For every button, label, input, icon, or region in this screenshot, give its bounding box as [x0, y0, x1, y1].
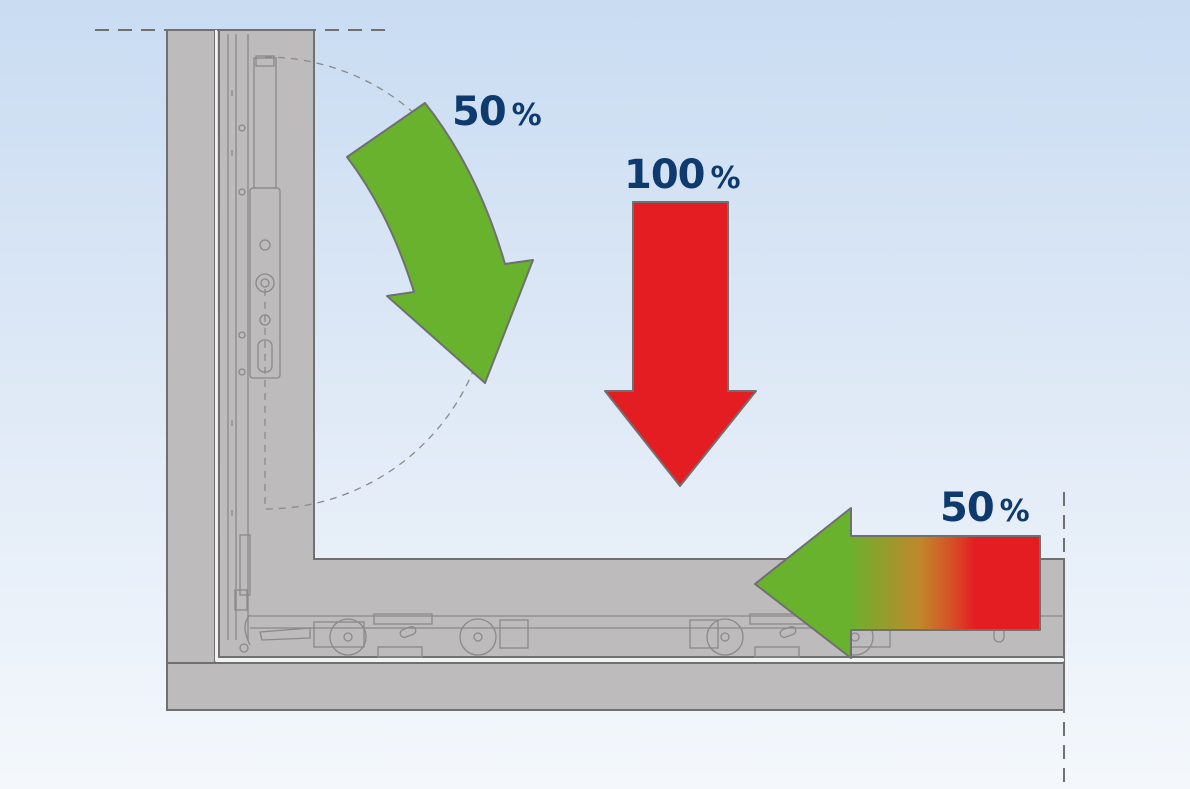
- label-right: 50%: [940, 488, 1030, 528]
- vertical-hardware: [227, 34, 281, 653]
- label-right-value: 50: [940, 485, 995, 531]
- left-arrow-icon: [754, 507, 1041, 659]
- label-top-left-value: 50: [452, 89, 507, 135]
- outer-frame-bottom-rail: [166, 662, 1065, 711]
- label-right-unit: %: [999, 494, 1030, 529]
- label-top-left: 50%: [452, 92, 542, 132]
- label-center: 100%: [624, 155, 741, 195]
- label-center-unit: %: [710, 161, 741, 196]
- label-top-left-unit: %: [511, 98, 542, 133]
- label-center-value: 100: [624, 152, 705, 198]
- outer-frame-left-post: [166, 29, 216, 665]
- outer-frame: [166, 29, 1065, 711]
- down-arrow-icon: [604, 201, 757, 487]
- curved-down-arrow-icon: [346, 102, 534, 384]
